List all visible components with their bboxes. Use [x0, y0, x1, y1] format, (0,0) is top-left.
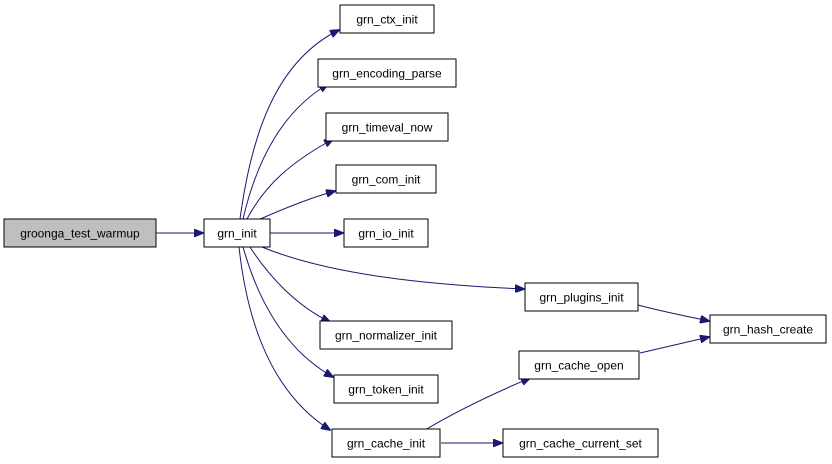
node-box	[203, 218, 271, 248]
edge-grn-init-to-grn-encoding-parse	[242, 84, 328, 220]
edge-line	[639, 337, 709, 354]
nodes: groonga_test_warmup grn_init grn_ctx_ini…	[3, 4, 827, 458]
edge-grn-init-to-grn-token-init	[242, 246, 333, 377]
node-label: grn_cache_init	[347, 437, 426, 451]
node-label: grn_init	[217, 227, 257, 241]
edge-line	[261, 246, 524, 289]
edge-line	[249, 246, 330, 322]
node-box	[335, 164, 437, 194]
node-box	[317, 58, 457, 88]
node-label: groonga_test_warmup	[20, 227, 140, 241]
node-box	[331, 428, 441, 458]
edge-grn-init-to-grn-timeval-now	[246, 139, 333, 220]
node-box	[343, 218, 429, 248]
node-grn-timeval-now[interactable]: grn_timeval_now	[325, 112, 449, 142]
node-grn-cache-init[interactable]: grn_cache_init	[331, 428, 441, 458]
edge-line	[238, 246, 330, 430]
node-label: grn_timeval_now	[342, 121, 433, 135]
node-box	[3, 218, 157, 248]
edge-grn-init-to-grn-plugins-init	[261, 246, 524, 289]
node-box	[502, 428, 659, 458]
edge-line	[242, 84, 328, 220]
node-grn-ctx-init[interactable]: grn_ctx_init	[339, 4, 435, 34]
node-grn-cache-current-set[interactable]: grn_cache_current_set	[502, 428, 659, 458]
node-label: grn_cache_open	[534, 359, 623, 373]
node-label: grn_token_init	[348, 383, 424, 397]
node-box	[709, 314, 827, 344]
edge-line	[637, 304, 709, 321]
edge-line	[246, 139, 333, 220]
node-grn-plugins-init[interactable]: grn_plugins_init	[524, 282, 639, 312]
node-label: grn_encoding_parse	[332, 67, 442, 81]
node-grn-io-init[interactable]: grn_io_init	[343, 218, 429, 248]
edges	[156, 30, 709, 443]
node-box	[319, 320, 453, 350]
node-label: grn_plugins_init	[539, 291, 624, 305]
node-box	[524, 282, 639, 312]
node-label: grn_normalizer_init	[335, 329, 438, 343]
edge-grn-init-to-grn-com-init	[257, 191, 335, 221]
node-grn-init[interactable]: grn_init	[203, 218, 271, 248]
node-box	[518, 350, 640, 380]
edge-grn-cache-init-to-grn-cache-open	[424, 378, 530, 431]
edge-line	[257, 191, 335, 221]
node-box	[325, 112, 449, 142]
edge-line	[239, 30, 339, 220]
edge-grn-plugins-init-to-grn-hash-create	[637, 304, 709, 321]
node-label: grn_ctx_init	[356, 13, 418, 27]
node-label: grn_io_init	[358, 227, 414, 241]
edge-line	[424, 378, 530, 431]
node-groonga-test-warmup[interactable]: groonga_test_warmup	[3, 218, 157, 248]
node-box	[333, 374, 439, 404]
node-grn-normalizer-init[interactable]: grn_normalizer_init	[319, 320, 453, 350]
node-grn-token-init[interactable]: grn_token_init	[333, 374, 439, 404]
node-label: grn_com_init	[352, 173, 421, 187]
node-box	[339, 4, 435, 34]
node-grn-hash-create[interactable]: grn_hash_create	[709, 314, 827, 344]
node-grn-com-init[interactable]: grn_com_init	[335, 164, 437, 194]
edge-grn-cache-open-to-grn-hash-create	[639, 337, 709, 354]
edge-grn-init-to-grn-ctx-init	[239, 30, 339, 220]
edge-grn-init-to-grn-cache-init	[238, 246, 330, 430]
node-label: grn_hash_create	[723, 323, 813, 337]
edge-grn-init-to-grn-normalizer-init	[249, 246, 330, 322]
node-grn-encoding-parse[interactable]: grn_encoding_parse	[317, 58, 457, 88]
node-label: grn_cache_current_set	[519, 437, 642, 451]
node-grn-cache-open[interactable]: grn_cache_open	[518, 350, 640, 380]
edge-line	[242, 246, 333, 377]
